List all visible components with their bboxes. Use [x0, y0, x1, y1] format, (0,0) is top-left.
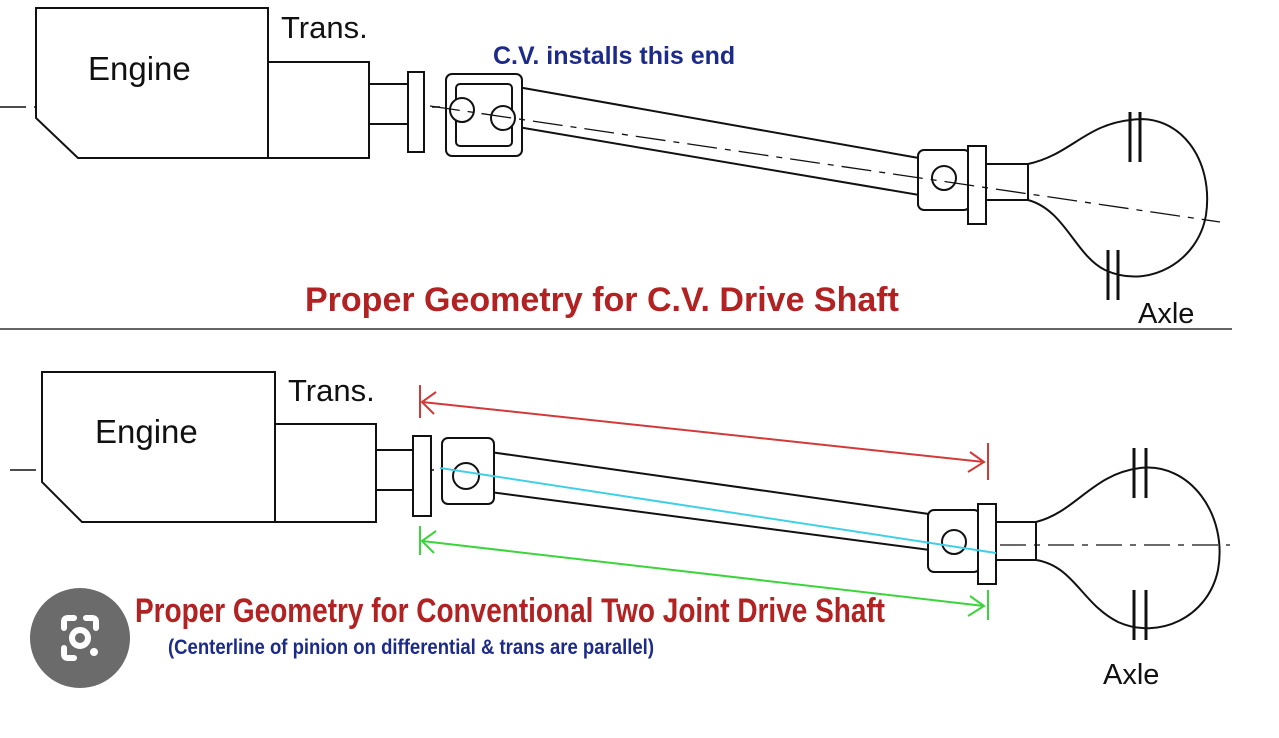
top-engine-block — [35, 7, 269, 159]
top-shaft-centerline — [429, 105, 1221, 223]
top-driveshaft-tube — [511, 84, 932, 198]
bottom-pinion-stub — [995, 521, 1037, 561]
google-lens-icon — [61, 615, 99, 661]
bottom-output-stub — [375, 449, 415, 491]
bottom-caption: Proper Geometry for Conventional Two Joi… — [135, 592, 885, 630]
bottom-driveshaft-tube — [489, 450, 938, 552]
bottom-transmission — [274, 423, 377, 523]
top-pinion-stub — [985, 163, 1029, 201]
top-diagram — [0, 7, 1221, 300]
bottom-note: (Centerline of pinion on differential & … — [168, 636, 654, 659]
bottom-engine-block — [41, 371, 276, 523]
top-engine-label: Engine — [88, 50, 191, 87]
cyan-shaft-centerline — [439, 467, 997, 554]
top-cv-ball-2 — [490, 105, 516, 131]
top-axle-label: Axle — [1138, 298, 1194, 330]
top-transmission — [267, 61, 370, 159]
top-trans-label: Trans. — [281, 10, 368, 45]
bottom-trans-label: Trans. — [288, 373, 375, 408]
top-cv-yoke — [445, 73, 523, 157]
top-differential — [1027, 118, 1209, 278]
bottom-differential — [1035, 466, 1221, 630]
green-dimension-arrow — [419, 526, 989, 620]
lens-search-button[interactable] — [30, 588, 130, 688]
top-cv-note: C.V. installs this end — [493, 42, 735, 70]
bottom-diagram — [10, 371, 1230, 640]
bottom-axle-label: Axle — [1103, 659, 1159, 691]
top-front-flange — [407, 71, 425, 153]
top-caption: Proper Geometry for C.V. Drive Shaft — [305, 281, 899, 319]
top-cv-ball-1 — [449, 97, 475, 123]
bottom-rear-flange — [977, 503, 997, 585]
red-dimension-arrow — [419, 385, 989, 480]
top-output-stub — [368, 83, 410, 125]
bottom-front-flange — [412, 435, 432, 517]
bottom-engine-label: Engine — [95, 413, 198, 450]
